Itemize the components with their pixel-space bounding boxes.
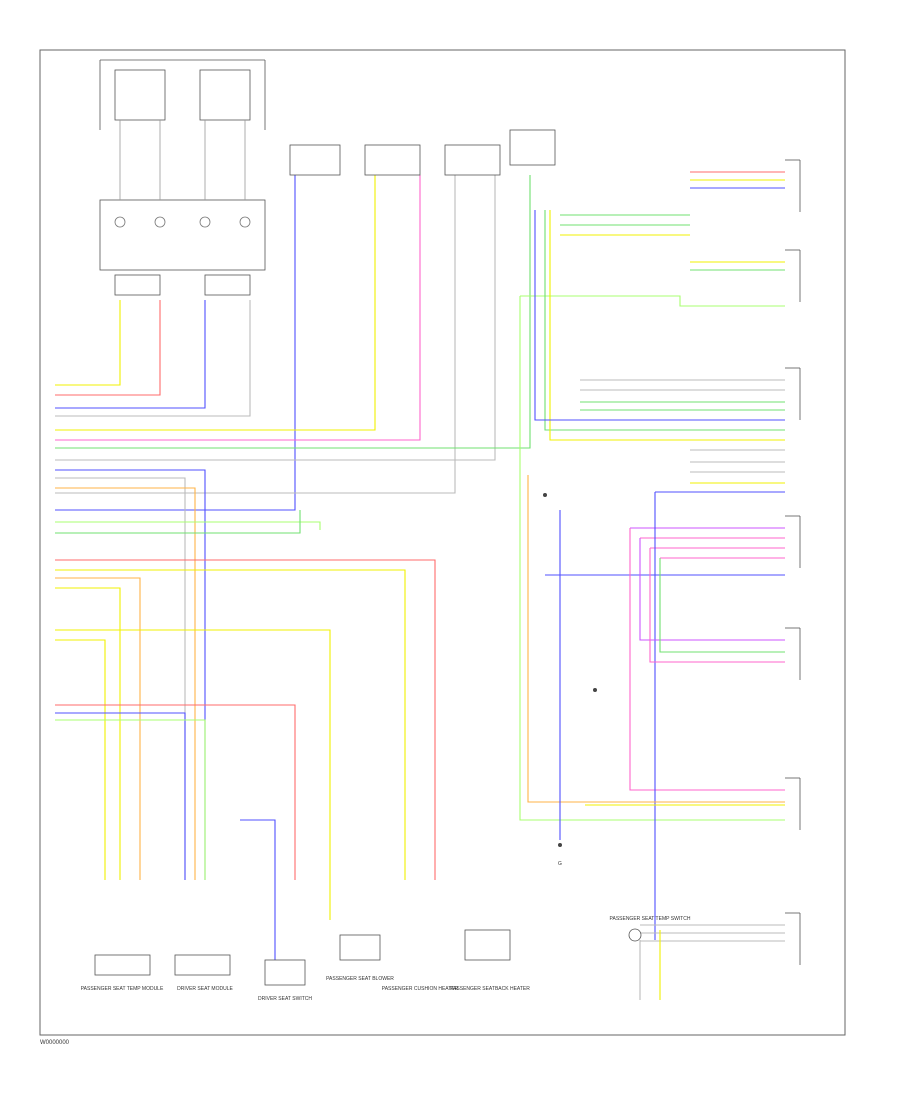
- diagram-code: W0000000: [40, 1040, 70, 1046]
- connector-bottom-5: [464, 929, 511, 961]
- connector-bottom-1: [94, 954, 151, 976]
- wire-lightgreen: [519, 296, 785, 821]
- wire-green: [659, 558, 785, 653]
- component-group: PASSENGER SEAT TEMP MODULE DRIVER SEAT MO…: [81, 861, 691, 1002]
- wire-lightgreen: [55, 521, 321, 530]
- wire-green: [55, 175, 531, 449]
- wire-orange: [527, 475, 785, 803]
- terminal-3: [239, 216, 251, 228]
- wire-group: [55, 171, 785, 1000]
- passenger-cushion-module-frame: [99, 199, 266, 271]
- wire-yellow: [55, 629, 331, 920]
- wire-yellow: [55, 639, 106, 880]
- s-ground-label: G: [558, 861, 562, 867]
- connector-bottom-3: [264, 959, 306, 986]
- connector-top-mid-2: [364, 144, 421, 176]
- wire-red: [55, 300, 161, 396]
- connector-top-mid-1: [289, 144, 341, 176]
- passenger-seat-temp-switch-label: PASSENGER SEAT TEMP SWITCH: [610, 916, 691, 922]
- passenger-cushion-heater-label: PASSENGER CUSHION HEATER: [382, 986, 459, 992]
- connector-group: [94, 59, 801, 986]
- passenger-seatback-heater-label: PASSENGER SEATBACK HEATER: [450, 986, 530, 992]
- wire-orange: [55, 487, 196, 880]
- wire-green: [544, 210, 785, 431]
- wire-gray: [55, 175, 496, 461]
- wire-red: [55, 704, 296, 880]
- wire-orange: [55, 577, 141, 880]
- connector-c1: [114, 274, 161, 296]
- driver-seat-switch-label: DRIVER SEAT SWITCH: [258, 996, 312, 1002]
- connector-top-mid-3: [444, 144, 501, 176]
- wire-yellow: [55, 300, 121, 386]
- terminal-2: [199, 216, 211, 228]
- driver-seat-module-label: DRIVER SEAT MODULE: [177, 986, 233, 992]
- connector-bottom-2: [174, 954, 231, 976]
- wire-pink: [629, 528, 785, 791]
- connector-bottom-4: [339, 934, 381, 961]
- wire-yellow: [55, 175, 376, 431]
- ground-dot: [558, 843, 562, 847]
- wire-pink: [649, 548, 785, 663]
- wire-pink: [55, 175, 421, 441]
- terminal-1: [154, 216, 166, 228]
- wire-yellow: [55, 569, 406, 880]
- wire-blue: [55, 712, 186, 880]
- wire-blue: [55, 300, 206, 409]
- passenger-seat-temp-module-label: PASSENGER SEAT TEMP MODULE: [81, 986, 164, 992]
- wire-gray: [55, 300, 251, 417]
- switch-symbol: [628, 928, 642, 942]
- wire-blue: [55, 469, 206, 880]
- diagram-border: [39, 49, 846, 1036]
- wire-green: [55, 510, 301, 534]
- wire-blue: [534, 210, 785, 421]
- wire-yellow: [55, 587, 121, 880]
- splice-1: [543, 493, 547, 497]
- terminal-0: [114, 216, 126, 228]
- wire-lightgreen: [55, 719, 206, 880]
- connector-top-right-a: [509, 129, 556, 166]
- connector-top-left-a: [114, 69, 166, 121]
- connector-top-left-b: [199, 69, 251, 121]
- splice-2: [593, 688, 597, 692]
- wire-yellow: [549, 210, 785, 441]
- wire-violet: [639, 538, 785, 641]
- wire-lightgreen: [520, 295, 785, 307]
- wire-blue: [55, 175, 296, 511]
- wire-gray: [55, 175, 456, 494]
- passenger-seat-blower-label: PASSENGER SEAT BLOWER: [326, 976, 394, 982]
- wire-blue: [240, 819, 276, 960]
- wire-red: [55, 559, 436, 880]
- connector-c2: [204, 274, 251, 296]
